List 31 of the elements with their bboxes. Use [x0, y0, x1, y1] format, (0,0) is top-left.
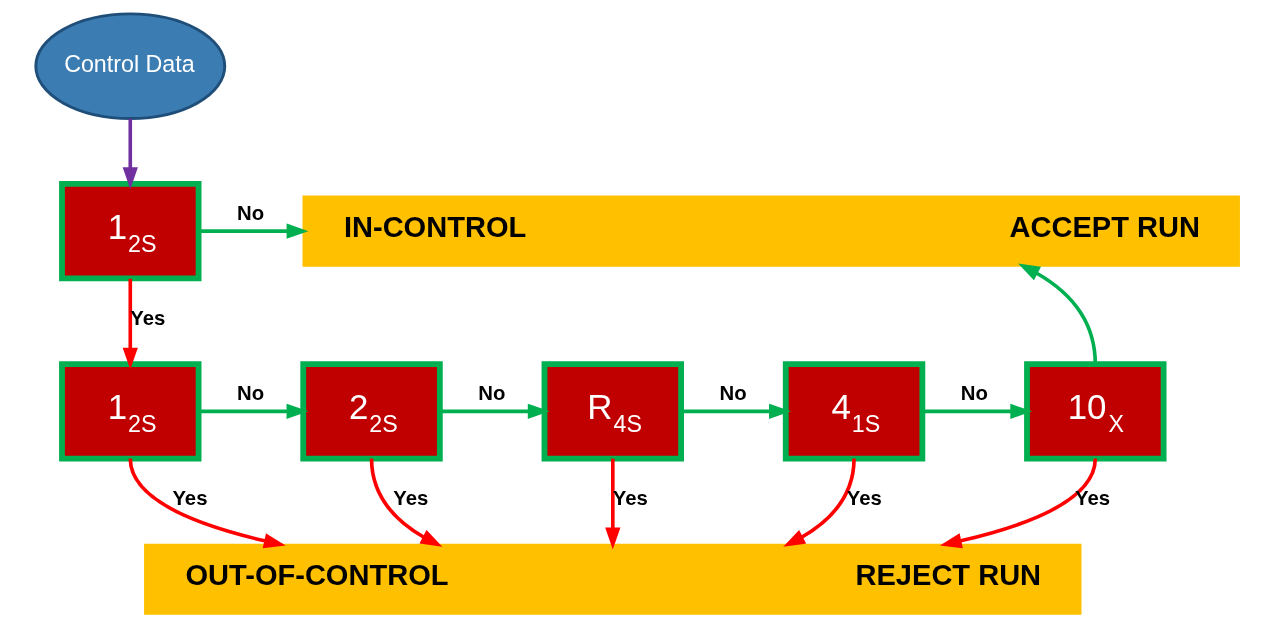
node-box: 10$_{X}$ — [1024, 361, 1167, 462]
node-ellipse: Control Data — [34, 12, 227, 120]
edge-label: No — [237, 382, 265, 405]
arrow — [939, 458, 1098, 549]
arrow — [369, 458, 443, 547]
edge-label: Yes — [393, 487, 429, 510]
arrow — [1018, 263, 1098, 365]
node-box: IN-CONTROL ACCEPT RUN — [302, 195, 1240, 267]
node-box: 2$_{2S}$ — [300, 361, 443, 462]
edge-label: No — [960, 382, 988, 405]
arrow — [198, 403, 309, 419]
arrow — [681, 403, 791, 419]
node-box: 1$_{2S}$ — [59, 181, 202, 282]
node-box: OUT-OF-CONTROL REJECT RUN — [144, 543, 1082, 615]
edge-label: Yes — [846, 487, 882, 510]
edge-label: No — [478, 382, 506, 405]
node-box: R$_{4S}$ — [541, 361, 684, 462]
arrow — [783, 458, 856, 547]
edge-label: No — [237, 201, 265, 224]
edge-label: Yes — [172, 487, 208, 510]
arrow — [922, 403, 1033, 419]
arrow — [128, 458, 286, 549]
arrow — [122, 118, 138, 190]
arrow — [440, 403, 550, 419]
node-box: 1$_{2S}$ — [59, 361, 202, 462]
node-box: 4$_{1S}$ — [782, 361, 926, 462]
edge-label: Yes — [1074, 487, 1111, 510]
arrow — [122, 278, 138, 370]
arrow — [605, 458, 621, 550]
arrow — [198, 223, 309, 239]
edge-label: No — [719, 382, 747, 405]
